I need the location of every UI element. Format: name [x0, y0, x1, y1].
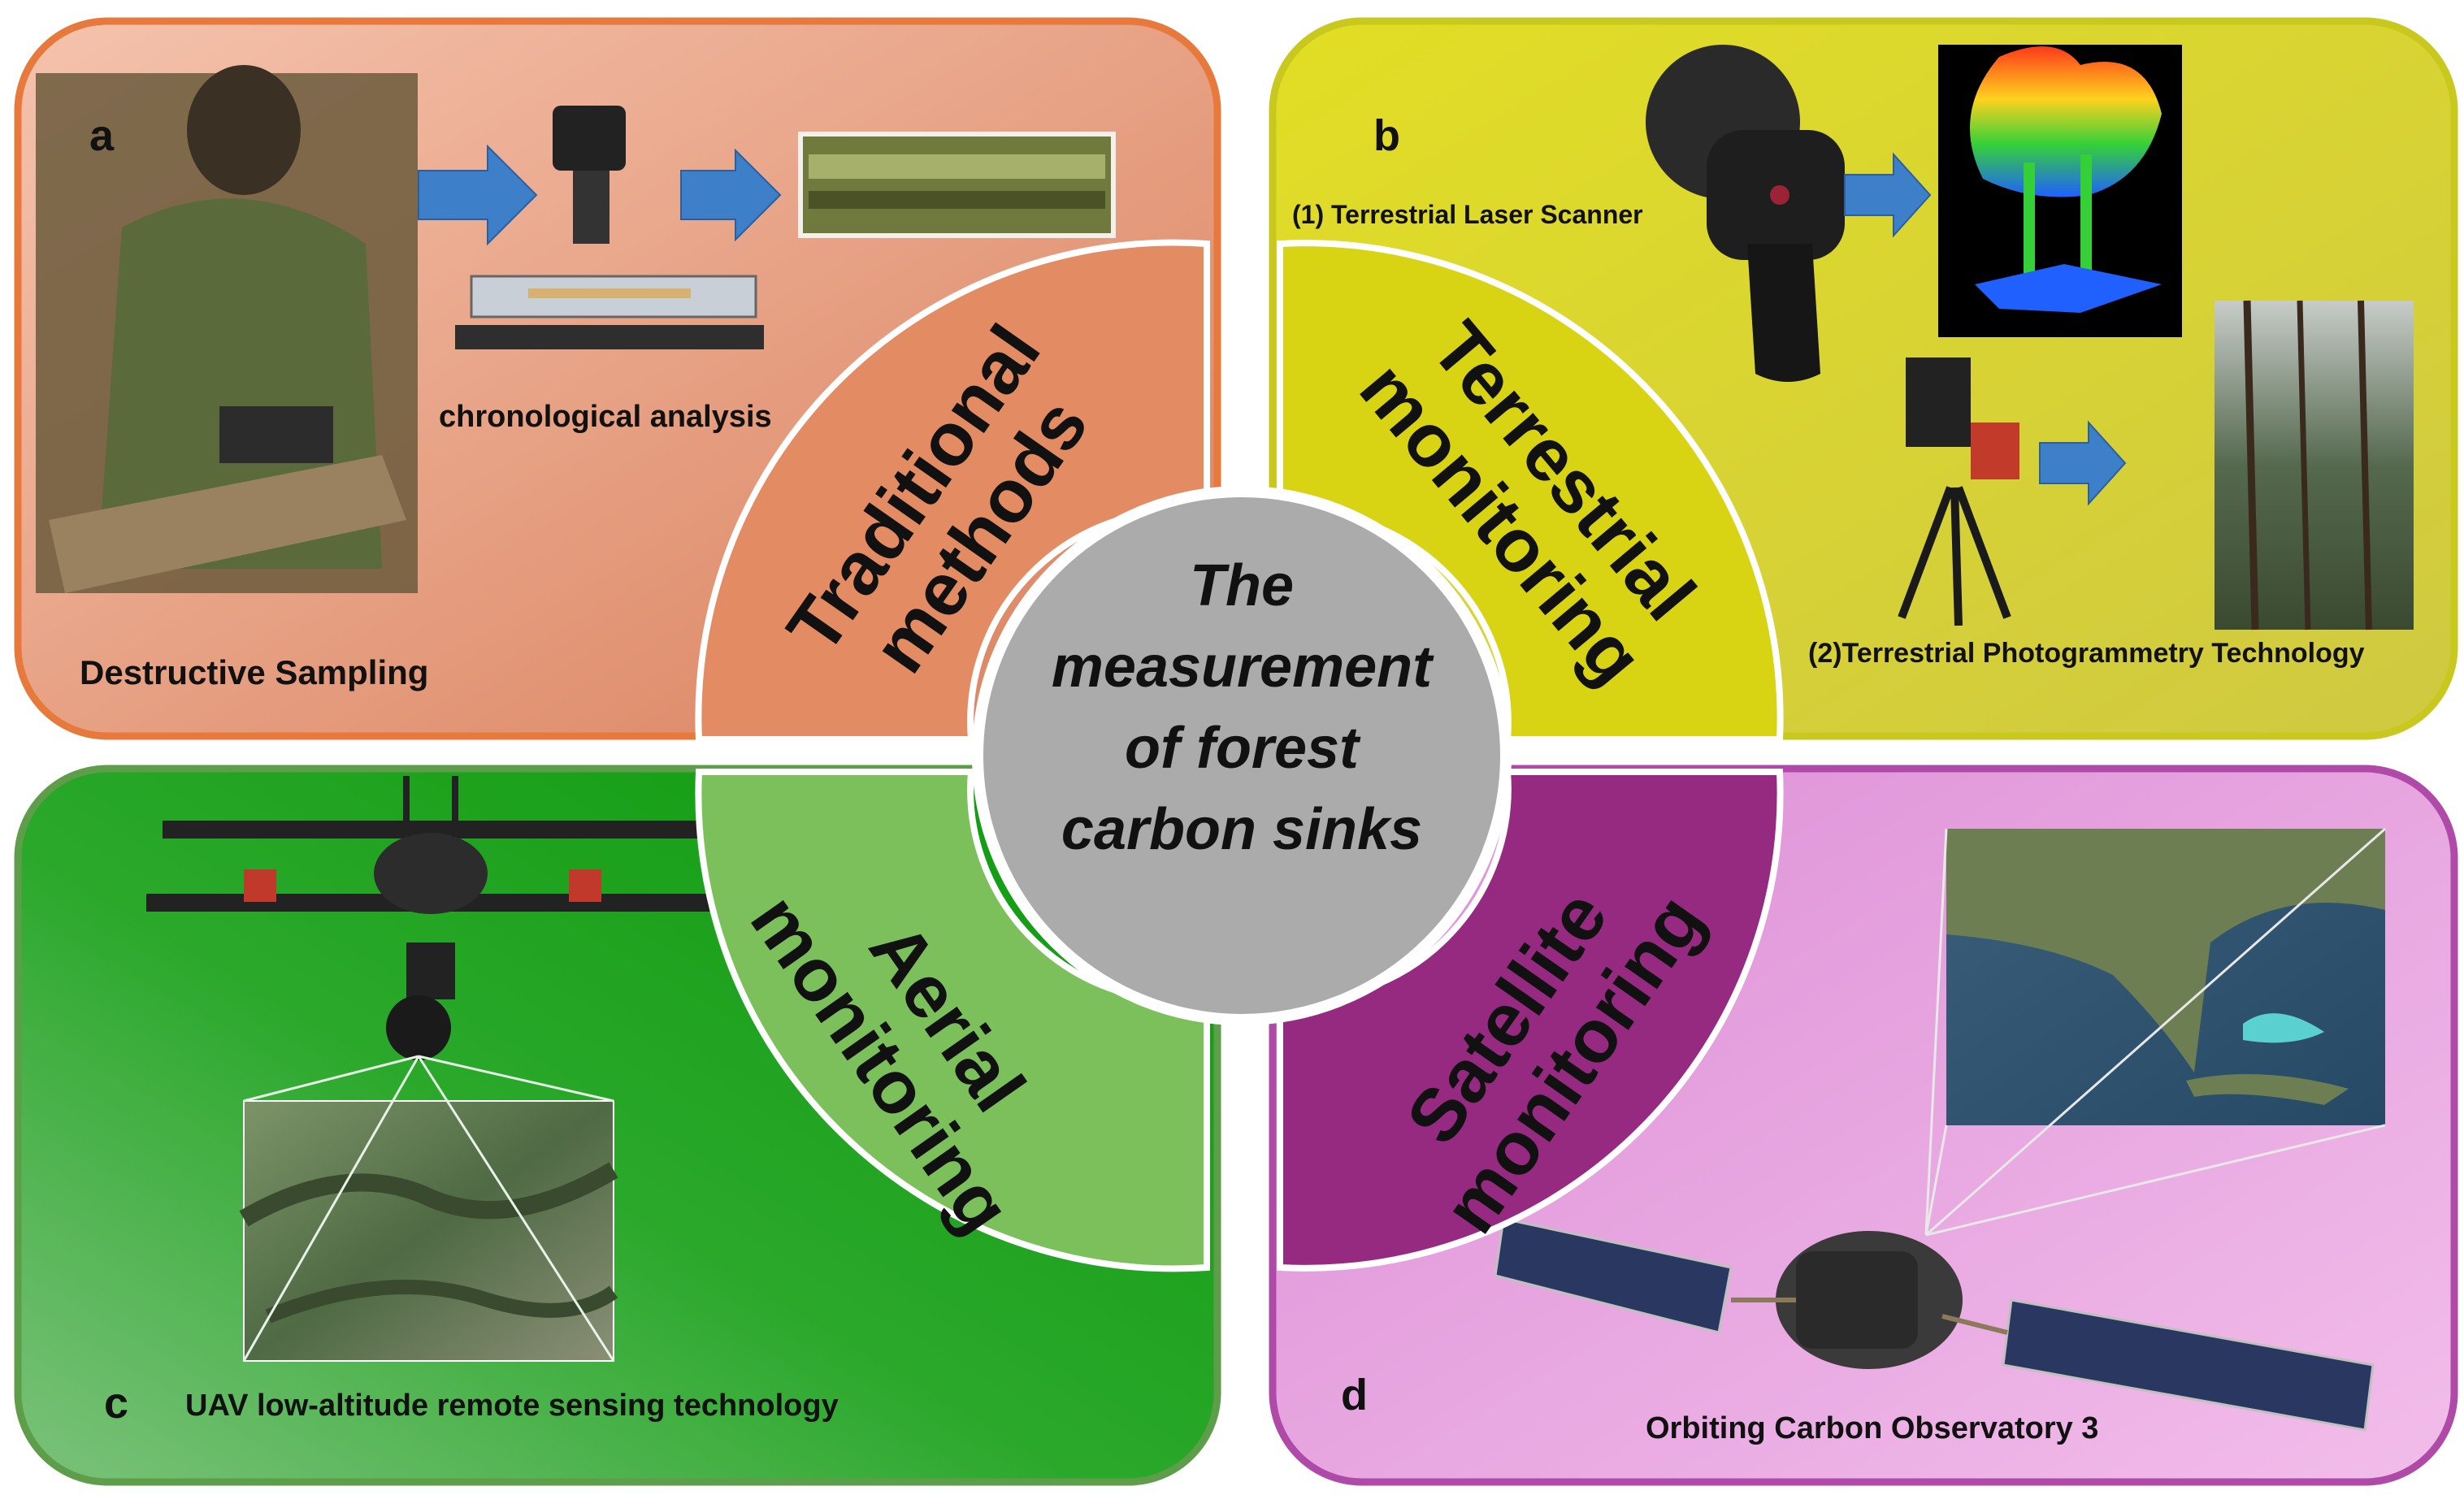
panel-d-letter: d [1341, 1371, 1368, 1419]
center-title-line3: of forest [1125, 716, 1361, 781]
panel-a-letter: a [89, 111, 115, 160]
arrow-right-icon [418, 144, 538, 246]
panel-d-caption: Orbiting Carbon Observatory 3 [1646, 1411, 2098, 1445]
panel-a-caption: Destructive Sampling [80, 653, 428, 691]
microscope-icon [455, 106, 764, 349]
tls-point-cloud-image [1938, 45, 2182, 337]
panel-b-letter: b [1373, 111, 1400, 160]
arc-terrestrial [1277, 240, 1784, 743]
panel-b-caption-2: (2)Terrestrial Photogrammetry Technology [1808, 638, 2365, 669]
tree-ring-sample-image [798, 132, 1116, 238]
arrow-right-icon [1844, 152, 1932, 238]
satellite-map-image [1946, 829, 2385, 1125]
center-title-line2: measurement [1052, 635, 1434, 700]
center-title-line1: The [1190, 553, 1294, 618]
panel-c-caption: UAV low-altitude remote sensing technolo… [185, 1389, 839, 1423]
center-circle [972, 486, 1512, 1025]
center-title-line4: carbon sinks [1061, 797, 1422, 862]
forest-photo-image [2215, 300, 2414, 630]
satellite-icon [1494, 1217, 2375, 1432]
tripod-camera-icon [1898, 358, 2019, 626]
arc-aerial [695, 769, 1210, 1272]
arc-satellite [1277, 769, 1784, 1272]
panel-b-caption-1: (1) Terrestrial Laser Scanner [1292, 200, 1643, 229]
aerial-image [239, 1055, 618, 1362]
drone-icon [146, 776, 715, 1060]
panel-c-letter: c [104, 1379, 128, 1428]
panel-a [14, 17, 1221, 740]
arc-traditional [695, 239, 1210, 743]
destructive-sampling-photo [36, 65, 418, 593]
laser-scanner-icon [1646, 45, 1845, 382]
panel-a-sub-caption: chronological analysis [439, 400, 772, 434]
arrow-right-icon [2039, 420, 2127, 506]
arrow-right-icon [680, 148, 782, 242]
